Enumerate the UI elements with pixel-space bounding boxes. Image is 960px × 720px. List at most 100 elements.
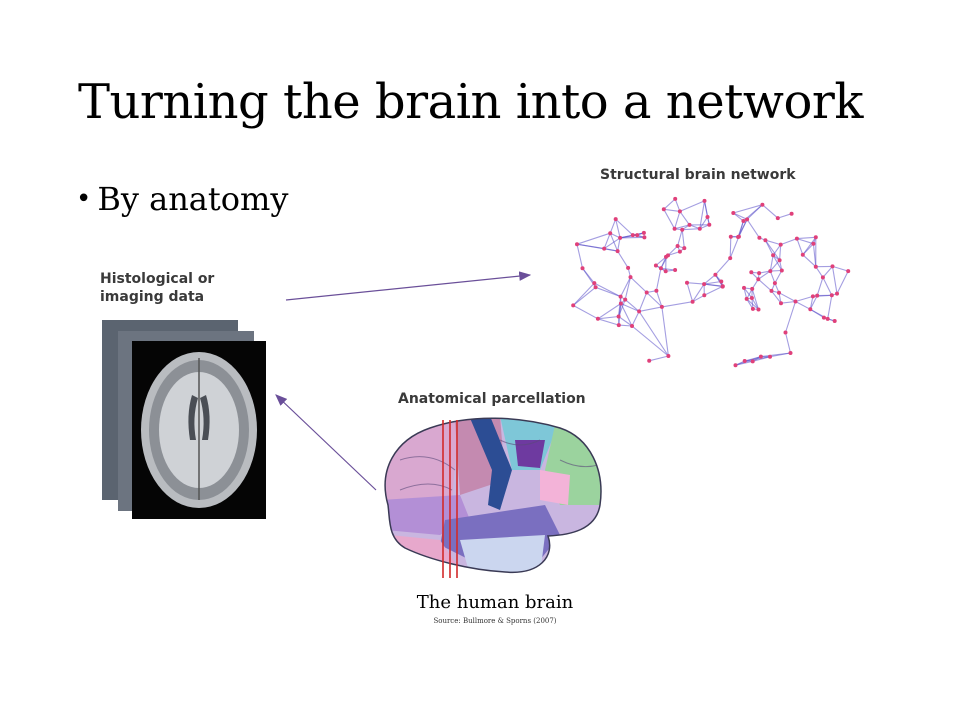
network-edge [831,266,838,294]
network-edge [779,244,782,261]
network-edge [617,237,621,252]
network-edge [692,294,705,303]
network-node [623,297,628,302]
network-node [808,307,813,312]
network-edge [703,200,709,218]
network-edge [699,200,706,229]
network-edge [778,292,796,302]
histological-label-line1: Histological or [100,271,215,287]
network-node [630,233,635,238]
network-node [820,275,825,280]
network-edge [815,266,824,278]
network-edge [703,274,716,285]
network-node [846,269,851,274]
network-node [702,293,707,298]
network-edge [603,237,621,250]
network-edge [660,256,667,269]
network-edge [769,255,774,272]
network-node [745,217,750,222]
network-edge [663,208,680,212]
network-edge [681,229,685,249]
network-node [608,231,613,236]
network-node [728,256,733,261]
network-node [702,198,707,203]
network-edge [603,233,611,249]
network-node [661,207,666,212]
network-node [728,234,733,239]
network-edge [812,243,817,267]
network-node [647,358,652,363]
network-node [733,363,738,368]
network-node [635,233,640,238]
network-edge [655,268,662,291]
network-node [641,230,646,235]
network-node [663,269,668,274]
network-edge [746,219,760,239]
network-edge [646,292,663,308]
network-node [642,235,647,240]
network-edge [777,213,792,219]
network-edge [660,267,676,271]
network-edge [661,306,669,357]
network-node [673,196,678,201]
network-node [707,222,712,227]
network-edge [638,292,648,312]
network-node [750,286,755,291]
network-node [778,242,783,247]
network-edge [594,282,621,298]
network-edge [638,306,663,312]
network-edge [620,276,631,297]
network-edge [832,265,849,272]
network-edge [796,238,804,255]
network-node [779,268,784,273]
network-edge [572,304,599,320]
network-node [763,238,768,243]
network-edge [735,356,762,366]
network-node [592,281,597,286]
network-node [811,241,816,246]
network-edge [796,236,816,240]
network-edge [743,287,753,299]
network-edge [714,257,731,276]
structural-network-label: Structural brain network [600,167,796,183]
network-edge [762,204,779,219]
network-node [705,215,710,219]
network-edge [624,299,640,312]
network-node [741,219,746,223]
network-node [697,226,702,231]
network-edge [757,270,771,280]
network-node [673,268,678,272]
network-edge [617,250,629,269]
network-node [775,216,780,221]
network-edge [822,266,833,278]
network-node [702,282,707,287]
network-edge [597,303,622,320]
bullet-text: By anatomy [97,180,289,218]
structural-network [571,196,851,368]
network-node [742,359,747,363]
network-node [783,330,788,335]
arrow-to-network [285,271,532,301]
network-edge [582,267,595,284]
slide-title: Turning the brain into a network [78,74,863,130]
network-edge [576,232,611,245]
network-node [644,290,649,295]
network-edge [576,243,618,252]
network-node [685,280,689,285]
network-node [736,234,741,239]
network-edge [663,198,676,210]
network-edge [620,302,640,312]
network-edge [757,278,772,292]
network-node [677,209,682,214]
network-node [613,217,618,222]
network-node [664,254,668,259]
network-node [602,246,607,251]
network-edge [597,318,619,326]
network-edge [836,270,849,294]
network-edge [795,301,811,310]
network-edges [572,198,849,366]
network-node [628,275,633,280]
network-edge [661,301,693,308]
network-node [771,253,776,258]
